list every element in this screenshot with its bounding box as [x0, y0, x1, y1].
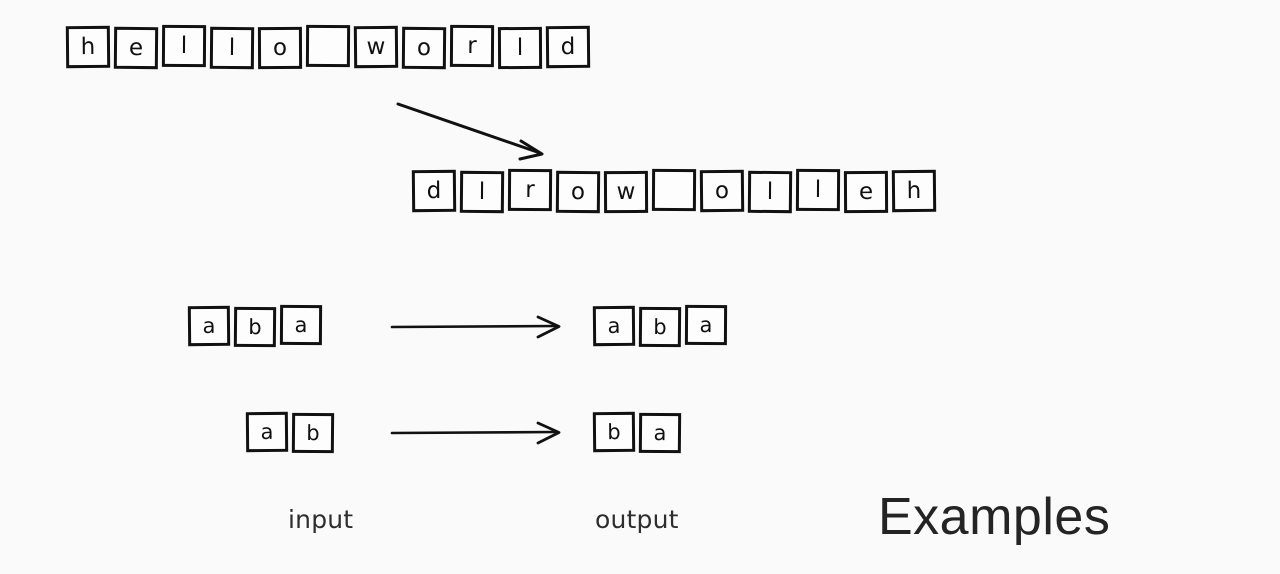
- char-box: o: [401, 26, 447, 70]
- column-label-output: output: [595, 505, 679, 534]
- string-row-aba-output: a b a: [592, 304, 731, 348]
- char-box: a: [279, 304, 323, 346]
- string-row-hello-world-input: h e l l o w o r l d: [65, 24, 594, 70]
- char-box-space: [651, 168, 697, 212]
- char-box: l: [747, 170, 793, 214]
- char-box: r: [449, 24, 495, 68]
- diagonal-arrow-hello-to-reversed: [396, 102, 544, 161]
- char-box: l: [795, 168, 841, 212]
- char-box-space: [305, 24, 351, 68]
- char-box: e: [843, 170, 889, 214]
- char-box: a: [592, 305, 636, 347]
- page-title: Examples: [878, 488, 1111, 546]
- char-box: h: [65, 25, 111, 69]
- char-box: b: [233, 306, 277, 348]
- char-box: l: [497, 26, 543, 70]
- string-row-aba-input: a b a: [187, 304, 326, 348]
- char-box: o: [257, 26, 303, 70]
- char-box: l: [161, 24, 207, 68]
- char-box: w: [353, 25, 399, 69]
- char-box: o: [555, 170, 601, 214]
- string-row-ab-input: a b: [245, 411, 338, 454]
- arrow-ab: [390, 421, 561, 445]
- char-box: l: [209, 26, 255, 70]
- char-box: a: [245, 411, 289, 453]
- char-box: r: [507, 168, 553, 212]
- char-box: d: [411, 169, 457, 213]
- char-box: h: [891, 169, 937, 213]
- column-label-input: input: [288, 505, 354, 534]
- arrow-aba: [390, 315, 561, 339]
- char-box: d: [545, 25, 591, 69]
- string-row-ab-output: b a: [592, 411, 685, 454]
- char-box: a: [684, 304, 728, 346]
- char-box: a: [187, 305, 231, 347]
- char-box: b: [592, 411, 636, 453]
- char-box: a: [638, 412, 682, 454]
- char-box: b: [638, 306, 682, 348]
- string-row-hello-world-output: d l r o w o l l e h: [411, 168, 940, 214]
- char-box: e: [113, 26, 159, 70]
- char-box: w: [603, 170, 649, 214]
- char-box: b: [291, 412, 335, 454]
- char-box: o: [699, 169, 745, 213]
- char-box: l: [459, 170, 505, 214]
